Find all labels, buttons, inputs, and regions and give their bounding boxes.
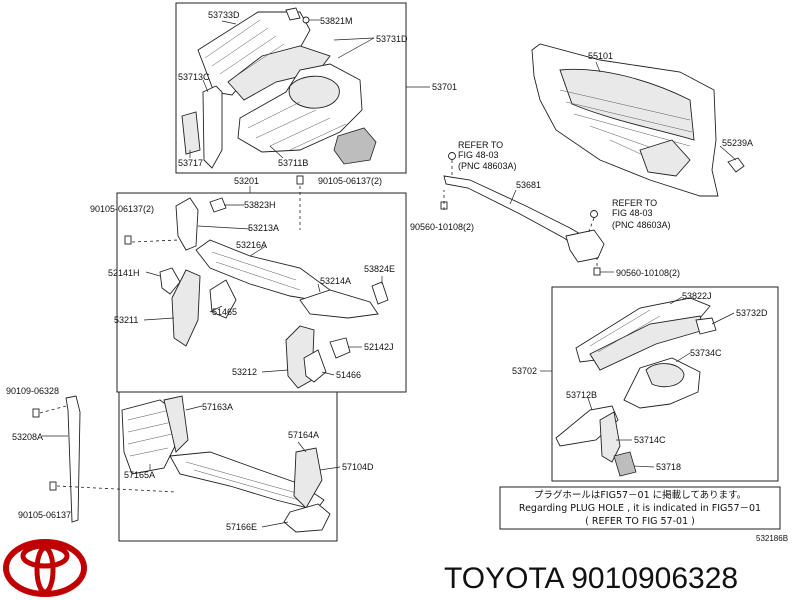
label-53714C: 53714C [634,435,666,445]
label-90109: 90109-06328 [6,386,59,396]
plug-hole-note: プラグホールはFIG57－01 に掲載してあります。 Regarding PLU… [499,486,781,530]
label-53208A: 53208A [12,432,43,442]
part-57163A [163,395,189,453]
refer1-line1: REFER TO [458,140,503,150]
part-53821M [285,7,301,21]
label-52142J: 52142J [364,342,394,352]
part-53713C [202,85,223,169]
group-53701: 53733D 53821M 53731D 53713C 53701 53717 … [175,2,457,174]
label-53718: 53718 [656,462,681,472]
part-53208A [65,395,81,523]
label-53216A: 53216A [236,240,267,250]
part-55239A [727,157,745,173]
part-57166E [283,503,331,533]
label-53214A: 53214A [320,276,351,286]
bolt-90105-left [124,235,132,245]
group-53681: REFER TO FIG 48-03 (PNC 48603A) REFER TO… [410,140,680,278]
label-55101: 55101 [588,51,613,61]
note-line-en: Regarding PLUG HOLE , it is indicated in… [519,503,761,514]
bolt-90560-right [593,267,601,276]
logo-stem-ellipse [34,545,56,595]
label-53731D: 53731D [376,34,408,44]
note-line-jp: プラグホールはFIG57－01 に掲載してあります。 [534,489,746,501]
refer1-line2: FIG 48-03 [458,150,499,160]
part-52142J [329,337,351,359]
label-57163A: 57163A [202,402,233,412]
label-53213A: 53213A [248,223,279,233]
box-53702 [551,286,779,482]
label-53711B: 53711B [278,158,308,168]
note-box [499,486,781,530]
box-53701 [175,2,407,174]
bolt-90109 [32,408,40,418]
label-51466: 51466 [336,370,361,380]
part-53211 [171,269,201,347]
part-57165A [121,399,179,475]
note-line-refer: ( REFER TO FIG 57-01 ) [585,516,695,527]
label-53821M: 53821M [320,16,353,26]
label-51465: 51465 [212,307,237,317]
group-53201: 53201 90105-06137(2) 90105-06137(2) 5382… [90,175,407,393]
bolt-53821M [302,16,310,24]
part-52141H [159,267,181,295]
label-53701: 53701 [432,82,457,92]
label-53212: 53212 [232,367,257,377]
group-53208A: 90109-06328 53208A 90105-06137 [6,386,177,523]
bolt-refer1 [448,152,456,160]
label-90105-bottom: 90105-06137 [18,510,71,520]
label-57166E: 57166E [226,522,257,532]
refer2-line1: REFER TO [612,198,657,208]
label-53713C: 53713C [178,72,210,82]
label-57104D: 57104D [342,462,374,472]
label-53712B: 53712B [566,390,597,400]
figure-code: 532186B [756,534,788,543]
bolt-90105-bottom [49,481,57,491]
part-53718 [613,451,637,477]
group-53702: 53822J 53732D 53734C 53702 53712B 53714C… [512,286,779,482]
part-57164A [293,447,323,509]
part-53824E [371,281,389,305]
refer2-line3: (PNC 48603A) [612,220,671,230]
group-57104D: 57163A 57164A 57165A 57104D 57166E [118,391,374,542]
label-53733D: 53733D [208,10,240,20]
refer1-line3: (PNC 48603A) [458,161,517,171]
label-53702: 53702 [512,366,537,376]
label-57165A: 57165A [124,470,155,480]
label-53201: 53201 [234,176,259,186]
part-53717 [181,111,201,155]
part-53823H [209,197,227,213]
part-53214A [299,289,379,319]
label-90560-left: 90560-10108(2) [410,222,474,232]
part-53714C [599,411,621,463]
label-53824E: 53824E [364,264,395,274]
label-57164A: 57164A [288,430,319,440]
label-53734C: 53734C [690,348,722,358]
refer2-line2: FIG 48-03 [612,208,653,218]
label-90105-left: 90105-06137(2) [90,204,154,214]
bolt-refer2 [590,210,598,218]
group-55101: 55101 55239A [531,43,753,197]
label-53822J: 53822J [682,291,712,301]
page-title: TOYOTA 9010906328 [444,562,738,595]
label-53681: 53681 [516,180,541,190]
label-90560-right: 90560-10108(2) [616,268,680,278]
label-90105-top: 90105-06137(2) [318,176,382,186]
label-53732D: 53732D [736,308,768,318]
bolt-90105-top [296,175,304,185]
label-53211: 53211 [114,315,138,325]
part-53712B [555,405,619,447]
part-51466 [303,349,327,383]
label-53823H: 53823H [244,200,276,210]
box-57104D [118,391,338,542]
label-52141H: 52141H [108,268,140,278]
label-55239A: 55239A [722,138,753,148]
toyota-logo [3,539,87,597]
part-53213A [175,197,199,251]
label-53717: 53717 [178,158,203,168]
